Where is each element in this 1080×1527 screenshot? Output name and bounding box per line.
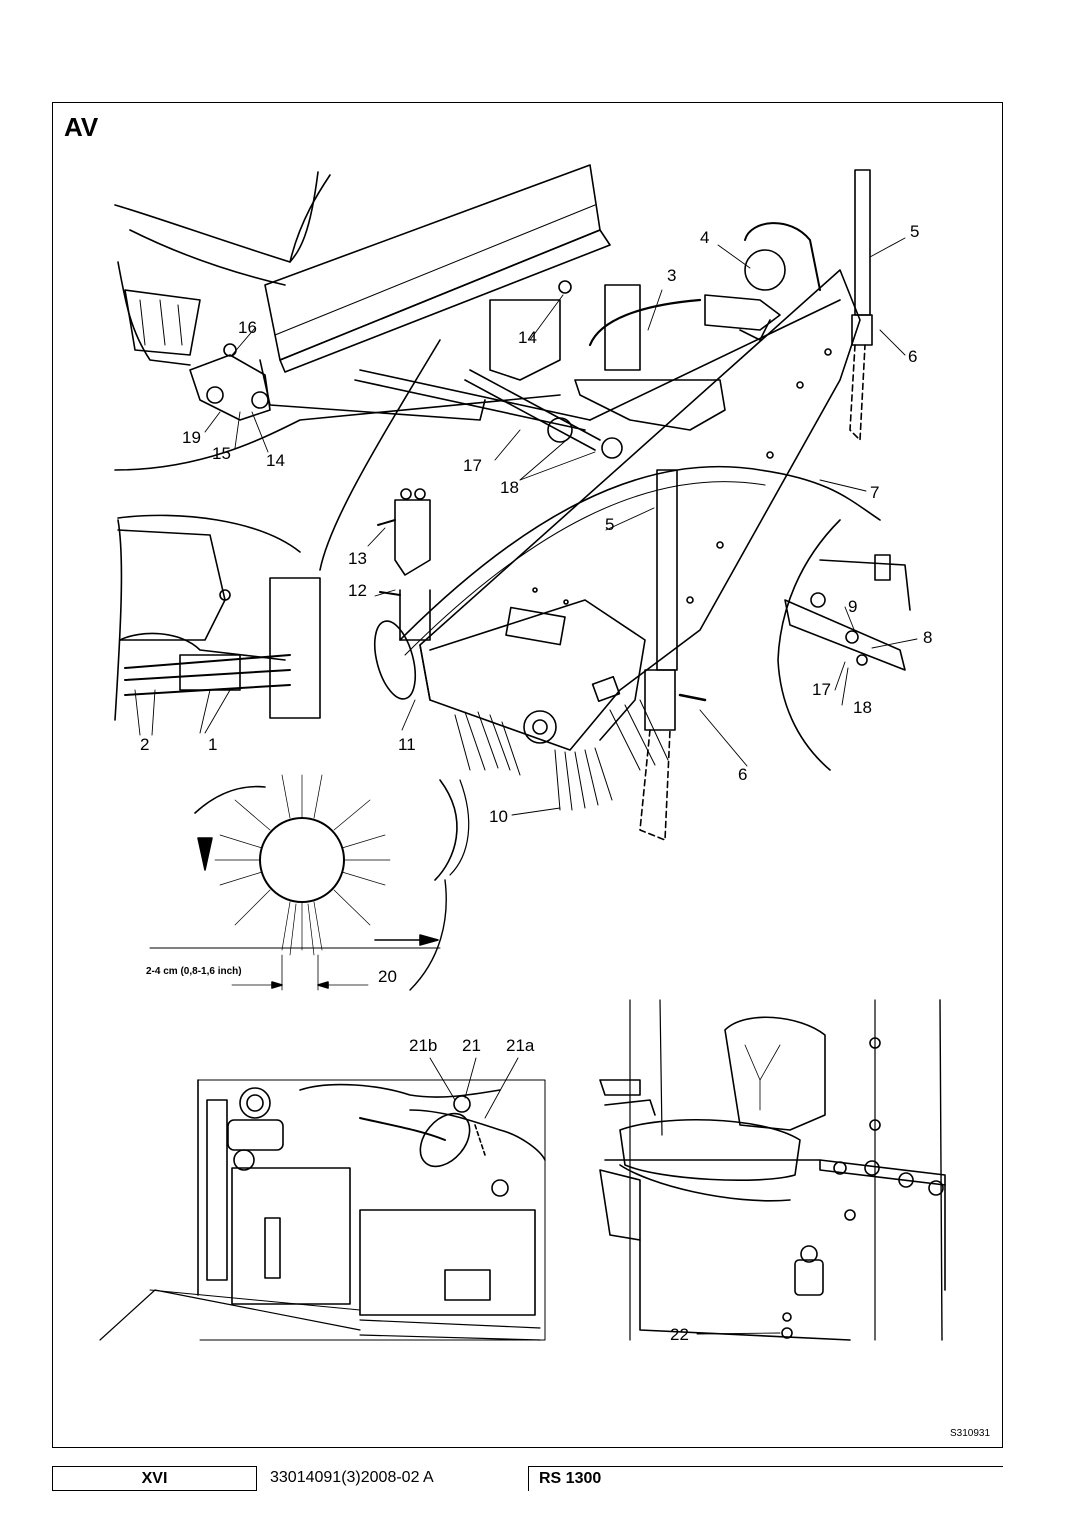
footer-page-number: XVI [52,1466,257,1491]
figure-id: S310931 [950,1428,991,1439]
hydraulic-valve-block [575,223,820,430]
callout-11: 11 [398,735,416,754]
callout-21a: 21a [506,1036,535,1055]
callout-18: 18 [500,478,519,497]
support-legs [640,170,872,840]
callout-8: 8 [923,628,933,647]
callout-14: 14 [266,451,285,470]
lift-lever-detail [367,489,430,703]
callout-21b: 21b [409,1036,438,1055]
callout-6: 6 [908,347,918,366]
callout-1: 1 [208,735,218,754]
engine-compartment-drawing [100,1080,545,1340]
brush-pattern-scale: 2-4 cm (0,8-1,6 inch) [146,966,242,977]
callout-17: 17 [812,680,831,699]
callout-20: 20 [378,967,397,986]
callout-22: 22 [670,1325,689,1344]
callout-4: 4 [700,228,710,247]
operator-cab-drawing [600,1000,945,1340]
callout-2: 2 [140,735,150,754]
section-title: AV [64,112,99,142]
leader-lines [135,238,917,815]
callout-3: 3 [667,266,677,285]
callout-12: 12 [348,581,367,600]
footer-model: RS 1300 [528,1466,1003,1491]
callout-6: 6 [738,765,748,784]
callout-9: 9 [848,597,858,616]
footer-doc-number: 33014091(3)2008-02 A [270,1469,434,1486]
leader-lines-cab [697,1333,780,1334]
callout-18: 18 [853,698,872,717]
callout-15: 15 [212,444,231,463]
callout-16: 16 [238,318,257,337]
callout-10: 10 [489,807,508,826]
callout-19: 19 [182,428,201,447]
figure-frame [52,102,1003,1448]
callout-7: 7 [870,483,880,502]
callout-21: 21 [462,1036,481,1055]
callout-17: 17 [463,456,482,475]
brush-housing [400,270,880,750]
callout-14: 14 [518,328,537,347]
brush-bristles [455,700,668,810]
brush-pattern-detail [150,775,469,990]
left-hydraulic-detail [115,520,320,720]
callout-13: 13 [348,549,367,568]
right-ground-detail [778,520,910,770]
callout-5: 5 [910,222,920,241]
callout-5: 5 [605,515,615,534]
vehicle-front-drawing [115,165,622,570]
leader-lines-engine [430,1058,518,1118]
